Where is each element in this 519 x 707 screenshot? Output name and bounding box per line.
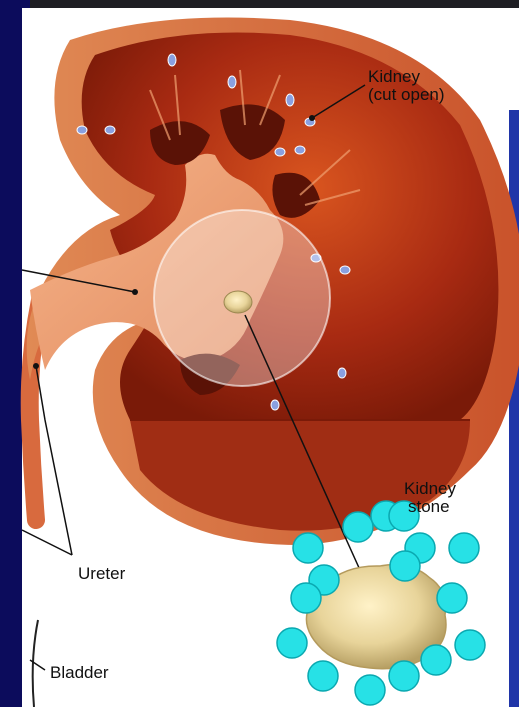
kidney-label-line2: (cut open)	[368, 86, 445, 104]
cyan-marker	[421, 645, 451, 675]
cyan-marker	[343, 512, 373, 542]
stone-label-line1: Kidney	[404, 480, 456, 498]
kidney-label-line1: Kidney	[368, 68, 445, 86]
cyan-marker	[355, 675, 385, 705]
cyan-marker	[390, 551, 420, 581]
cyan-marker	[437, 583, 467, 613]
stone-label: Kidney stone	[404, 480, 456, 516]
cyan-marker	[455, 630, 485, 660]
ureter-label: Ureter	[78, 565, 125, 583]
stone-label-line2: stone	[404, 498, 456, 516]
cyan-marker	[291, 583, 321, 613]
cyan-marker	[389, 661, 419, 691]
kidney-label: Kidney (cut open)	[368, 68, 445, 104]
cyan-marker	[308, 661, 338, 691]
bladder-label: Bladder	[50, 664, 109, 682]
small-stone	[224, 291, 252, 313]
cyan-marker	[277, 628, 307, 658]
cyan-marker	[449, 533, 479, 563]
cyan-marker	[293, 533, 323, 563]
